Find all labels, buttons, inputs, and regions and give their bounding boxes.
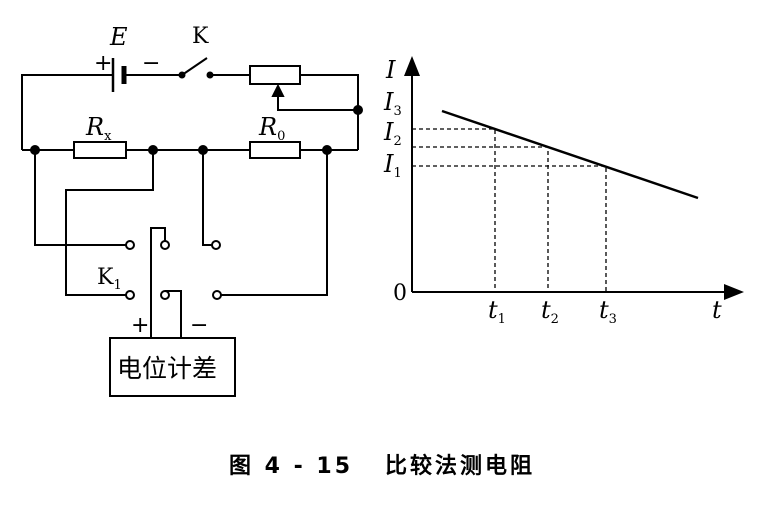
y-tick-i3: I3 bbox=[383, 88, 402, 119]
current-line bbox=[441, 109, 699, 200]
wire-d bbox=[221, 150, 328, 296]
figure-caption: 图 4 - 15 比较法测电阻 bbox=[228, 454, 535, 479]
x-tick-t1: t1 bbox=[488, 296, 506, 327]
slider-arrow bbox=[271, 83, 285, 97]
switch-k-label: K bbox=[192, 24, 209, 49]
wire-top-left bbox=[21, 74, 112, 150]
meter-plus: + bbox=[131, 313, 149, 338]
x-axis-label: t bbox=[712, 296, 722, 324]
y-tick-i2: I2 bbox=[383, 118, 402, 149]
r0-label: R0 bbox=[258, 113, 285, 144]
origin-label: 0 bbox=[393, 281, 407, 306]
current-time-graph bbox=[404, 56, 744, 300]
battery-symbol bbox=[111, 58, 127, 92]
switch-k1 bbox=[125, 227, 222, 338]
resistor-r0 bbox=[249, 141, 301, 159]
battery-minus: − bbox=[142, 51, 160, 76]
guide-lines bbox=[412, 128, 607, 292]
potentiometer-box bbox=[109, 337, 236, 397]
meter-minus: − bbox=[190, 313, 208, 338]
battery-plus: + bbox=[94, 51, 112, 76]
k1-label: K1 bbox=[97, 265, 122, 293]
wire-c bbox=[202, 150, 212, 246]
wire-b bbox=[65, 150, 154, 296]
y-axis-label: I bbox=[385, 56, 396, 84]
rheostat-slider bbox=[277, 90, 358, 111]
wire-a bbox=[34, 150, 126, 246]
y-tick-i1: I1 bbox=[383, 150, 402, 181]
circuit-diagram bbox=[21, 57, 363, 397]
resistor-rx bbox=[73, 141, 127, 159]
x-tick-t3: t3 bbox=[599, 296, 617, 327]
junction-slider bbox=[353, 105, 363, 115]
meter-label: 电位计差 bbox=[117, 354, 217, 383]
battery-label: E bbox=[109, 23, 128, 51]
switch-k bbox=[178, 57, 214, 79]
rx-label: Rx bbox=[85, 113, 112, 144]
wire-rheostat-right bbox=[300, 74, 359, 150]
rheostat bbox=[249, 65, 301, 85]
x-tick-t2: t2 bbox=[541, 296, 559, 327]
